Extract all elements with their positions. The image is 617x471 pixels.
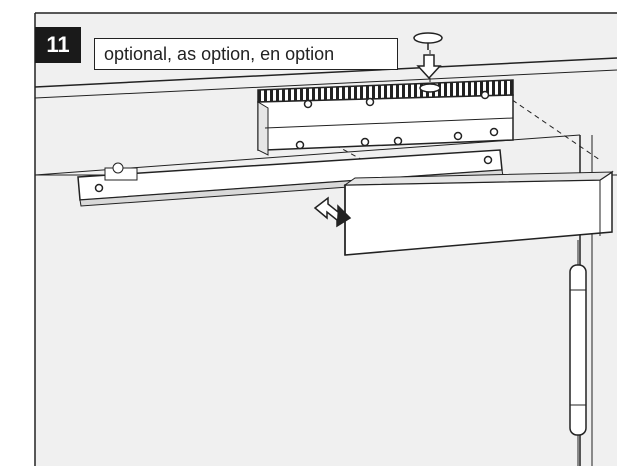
insert-arrow-icon: [416, 54, 442, 80]
screw-icon: [489, 127, 499, 137]
screw-icon: [480, 90, 490, 100]
screw-icon: [94, 183, 104, 193]
optional-caption: optional, as option, en option: [94, 38, 398, 70]
screw-icon: [365, 97, 375, 107]
screw-icon: [303, 99, 313, 109]
cover-cap-icon: [413, 32, 443, 50]
door-hinge: [569, 240, 587, 466]
screw-icon: [393, 136, 403, 146]
screw-icon: [453, 131, 463, 141]
arm-cover: [343, 170, 614, 256]
door-closer-body: [257, 79, 514, 156]
step-number-badge: 11: [35, 27, 81, 63]
screw-icon: [483, 155, 493, 165]
screw-icon: [360, 137, 370, 147]
screw-icon: [295, 140, 305, 150]
slide-arrow-icon: [313, 196, 352, 228]
